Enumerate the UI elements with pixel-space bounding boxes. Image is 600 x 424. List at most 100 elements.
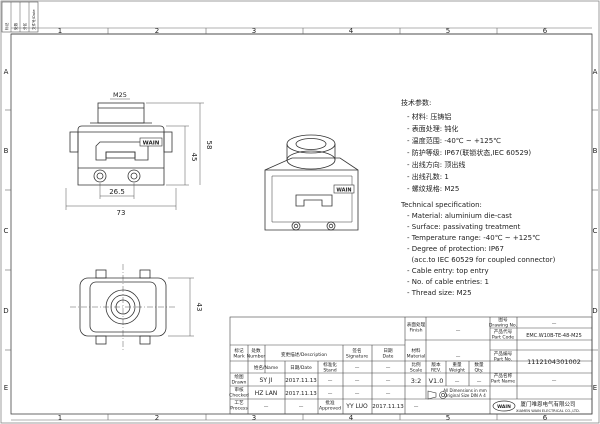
spec-en-line: - Surface: passivating treatment <box>407 223 521 231</box>
tb-row-date: — <box>299 405 304 410</box>
tb-row-date: 2017.11.13 <box>285 378 317 384</box>
tb-dash: — <box>414 405 419 410</box>
spec-en: Technical specification: - Material: alu… <box>400 201 556 297</box>
spec-cn: 技术参数: - 材料: 压铸铝 - 表面处理: 钝化 - 温度范围: -40℃ … <box>401 98 531 193</box>
row-label: A <box>4 68 9 76</box>
tb-row-name: — <box>264 405 269 410</box>
tb-dash: — <box>386 392 391 397</box>
company-logo-icon: WAIN <box>492 400 516 412</box>
row-label: D <box>3 307 8 315</box>
dim-58: 58 <box>205 141 213 150</box>
tb-dims-note-2: Original Size DIN A 4 <box>444 393 486 398</box>
tb-approved-name: YY LUO <box>345 403 368 410</box>
rev-label: 分区 <box>22 22 27 30</box>
top-view <box>70 264 194 350</box>
tb-company-cn: 厦门唯恩电气有限公司 <box>520 400 575 408</box>
dim-45: 45 <box>190 153 198 162</box>
rev-label: 标记 <box>4 22 9 30</box>
dim-m25: M25 <box>113 91 127 99</box>
col-label: 4 <box>349 27 354 35</box>
spec-en-line: (acc.to IEC 60529 for coupled connector) <box>407 256 556 264</box>
company-logo-text: WAIN <box>497 404 511 410</box>
tb-dash: — <box>355 366 360 371</box>
tb-row-date: 2017.11.13 <box>285 391 317 397</box>
row-label: E <box>593 384 597 392</box>
row-labels: A B C D E A B C D E <box>3 68 597 392</box>
tb-dash: — <box>355 392 360 397</box>
rev-label: 处数 <box>13 22 18 30</box>
tb-part-code-value: EMC.W10B-TE-48-M25 <box>526 333 582 339</box>
col-label: 2 <box>155 27 159 35</box>
rev-label: 文件号/Date <box>31 9 36 30</box>
tb-row-name: SY JI <box>260 377 273 384</box>
col-label: 5 <box>446 414 450 422</box>
tb-name-header: 姓名/Name <box>254 364 278 371</box>
spec-en-line: - Temperature range: -40℃ ~ +125℃ <box>407 234 540 242</box>
row-label: B <box>593 147 598 155</box>
tb-rev-value: V1.0 <box>429 377 444 385</box>
wain-logo-front: WAIN <box>143 141 160 147</box>
spec-cn-line: - 防护等级: IP67(联锁状态,IEC 60529) <box>407 148 531 157</box>
tb-material-value: — <box>456 355 461 360</box>
tb-drawing-no-value: — <box>552 322 557 327</box>
revision-box: 标记 处数 分区 文件号/Date <box>1 1 39 33</box>
tb-date-col-header: 日期/Date <box>290 365 312 371</box>
isometric-view <box>264 134 359 231</box>
tb-dash: — <box>355 379 360 384</box>
spec-en-line: - Cable entry: top entry <box>407 267 489 275</box>
spec-cn-title: 技术参数: <box>401 98 431 107</box>
front-dimensions <box>65 98 204 210</box>
spec-cn-line: - 螺纹规格: M25 <box>407 184 459 193</box>
dim-26-5: 26.5 <box>109 188 125 196</box>
tb-dash: — <box>386 379 391 384</box>
col-label: 6 <box>543 27 548 35</box>
title-block-grid <box>229 316 593 415</box>
top-zone-ticks <box>5 27 598 421</box>
spec-en-line: - Material: aluminium die-cast <box>407 212 512 220</box>
dim-73: 73 <box>117 209 126 217</box>
spec-en-line: - No. of cable entries: 1 <box>407 278 489 286</box>
spec-cn-line: - 材料: 压铸铝 <box>407 112 451 121</box>
col-label: 2 <box>155 414 159 422</box>
spec-en-line: - Thread size: M25 <box>407 289 472 297</box>
tb-company-en: XIAMEN WAIN ELECTRICAL CO.,LTD. <box>516 409 580 413</box>
row-label: E <box>4 384 8 392</box>
col-label: 4 <box>349 414 354 422</box>
tb-finish-value: — <box>456 329 461 334</box>
col-label: 3 <box>252 27 256 35</box>
tb-dash: — <box>386 366 391 371</box>
tb-row-stand: — <box>328 379 333 384</box>
tb-part-name-value: — <box>552 379 557 384</box>
row-label: C <box>593 227 598 235</box>
spec-en-line: - Degree of protection: IP67 <box>407 245 504 253</box>
tb-approved-date: 2017.11.13 <box>372 404 404 410</box>
projection-symbol-icon <box>427 390 447 400</box>
row-label: B <box>4 147 9 155</box>
tb-row-name: HZ LAN <box>255 390 278 397</box>
tb-row-stand: — <box>328 392 333 397</box>
spec-cn-line: - 表面处理: 钝化 <box>407 124 458 133</box>
spec-en-title: Technical specification: <box>400 201 482 209</box>
tb-part-no-value: 1112104301002 <box>527 358 581 366</box>
wain-logo-iso: WAIN <box>336 188 351 194</box>
row-label: A <box>593 68 598 76</box>
